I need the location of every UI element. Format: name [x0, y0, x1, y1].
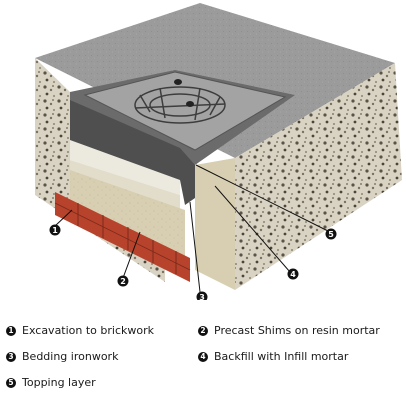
manhole-cover	[83, 71, 287, 151]
cover-keyhole-bottom	[186, 101, 194, 107]
left-gravel-face	[35, 58, 165, 282]
callout-marker-3: 3	[196, 291, 208, 300]
svg-text:2: 2	[120, 277, 126, 286]
legend-label: Topping layer	[22, 376, 96, 389]
legend-number: 3	[6, 351, 16, 362]
callout-marker-5: 5	[325, 228, 337, 240]
svg-text:3: 3	[199, 293, 205, 300]
svg-text:4: 4	[290, 270, 296, 279]
legend-item-1: 1 Excavation to brickwork	[6, 324, 154, 337]
callout-marker-4: 4	[287, 268, 299, 280]
legend-label: Precast Shims on resin mortar	[214, 324, 380, 337]
legend-number: 4	[198, 351, 208, 362]
legend-item-5: 5 Topping layer	[6, 376, 96, 389]
cover-keyhole-top	[174, 79, 182, 85]
callout-marker-2: 2	[117, 275, 129, 287]
cover-pattern	[134, 86, 226, 124]
legend-number: 2	[198, 325, 208, 336]
legend-item-4: 4 Backfill with Infill mortar	[198, 350, 348, 363]
brickwork-course	[54, 192, 191, 282]
cross-section-diagram: 1 2 3 4 5	[35, 3, 402, 300]
legend-label: Excavation to brickwork	[22, 324, 155, 337]
bedding-concrete	[70, 170, 185, 262]
legend-item-3: 3 Bedding ironwork	[6, 350, 118, 363]
ironwork-frame-side	[70, 100, 195, 205]
backfill-mortar	[195, 158, 235, 290]
callout-marker-1: 1	[49, 224, 61, 236]
legend-label: Bedding ironwork	[22, 350, 119, 363]
right-gravel-face	[235, 63, 402, 290]
svg-text:1: 1	[52, 226, 58, 235]
legend-label: Backfill with Infill mortar	[214, 350, 349, 363]
legend-item-2: 2 Precast Shims on resin mortar	[198, 324, 380, 337]
svg-text:5: 5	[328, 230, 334, 239]
legend-number: 5	[6, 377, 16, 388]
legend-number: 1	[6, 325, 16, 336]
